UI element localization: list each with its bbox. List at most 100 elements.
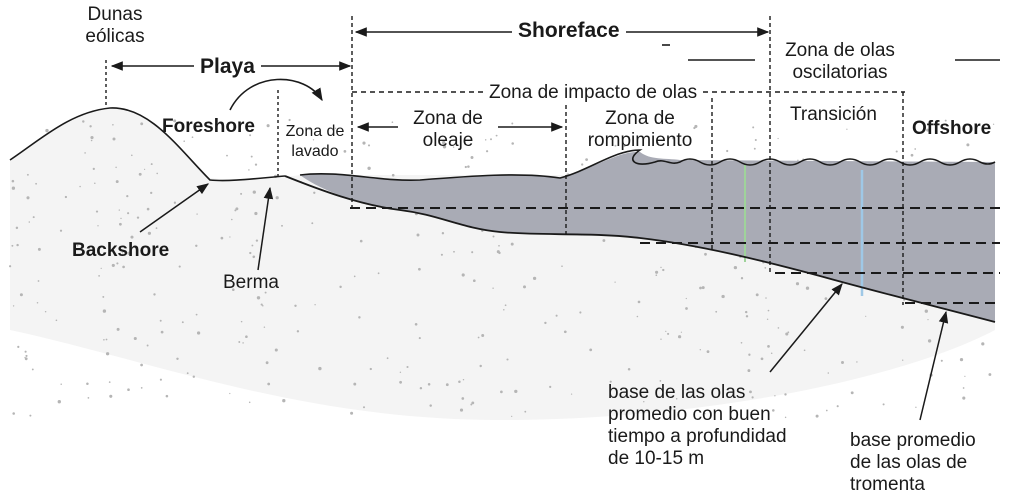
sediment-speckle xyxy=(966,143,970,147)
sediment-speckle xyxy=(549,385,552,389)
sediment-speckle xyxy=(90,136,94,140)
shoreface-label: Shoreface xyxy=(512,20,626,42)
sediment-speckle xyxy=(749,390,752,394)
sediment-speckle xyxy=(76,244,79,247)
sediment-speckle xyxy=(787,331,790,334)
sediment-speckle xyxy=(28,221,31,223)
sediment-speckle xyxy=(485,150,489,153)
sediment-speckle xyxy=(267,382,271,386)
sediment-speckle xyxy=(138,172,142,176)
sediment-speckle xyxy=(427,383,431,386)
zona-romp-line2: rompimiento xyxy=(587,130,693,151)
sediment-speckle xyxy=(699,349,701,351)
sediment-speckle xyxy=(471,251,474,254)
sediment-speckle xyxy=(17,345,20,348)
sediment-speckle xyxy=(173,201,177,204)
zona-oleaje-label: Zona de oleaje xyxy=(398,108,498,152)
sediment-speckle xyxy=(850,391,854,395)
sediment-speckle xyxy=(89,125,92,128)
sediment-speckle xyxy=(685,297,687,300)
sediment-speckle xyxy=(308,127,311,131)
sediment-speckle xyxy=(902,359,904,361)
sediment-speckle xyxy=(570,393,573,395)
sediment-speckle xyxy=(25,354,28,357)
sediment-speckle xyxy=(504,304,507,307)
sediment-speckle xyxy=(144,168,146,170)
sediment-speckle xyxy=(532,276,537,281)
sediment-speckle xyxy=(16,243,19,247)
sediment-speckle xyxy=(178,265,181,268)
sediment-speckle xyxy=(458,380,461,383)
sediment-speckle xyxy=(441,232,445,235)
sediment-speckle xyxy=(927,319,929,321)
sediment-speckle xyxy=(343,150,347,153)
sediment-speckle xyxy=(511,142,514,145)
sediment-speckle xyxy=(784,416,787,419)
sediment-speckle xyxy=(11,244,14,247)
sediment-speckle xyxy=(585,158,588,161)
sediment-speckle xyxy=(643,401,645,403)
sediment-speckle xyxy=(265,361,269,365)
sediment-speckle xyxy=(15,226,19,230)
sediment-speckle xyxy=(196,331,201,335)
sediment-speckle xyxy=(498,251,501,255)
sediment-speckle xyxy=(656,141,659,145)
sediment-speckle xyxy=(119,222,122,226)
sediment-speckle xyxy=(785,332,789,336)
sediment-speckle xyxy=(740,341,743,344)
sediment-speckle xyxy=(836,405,839,408)
sediment-speckle xyxy=(805,286,810,290)
sediment-speckle xyxy=(511,415,513,418)
sediment-speckle xyxy=(87,397,90,399)
sediment-speckle xyxy=(127,388,130,392)
sediment-speckle xyxy=(11,186,16,190)
sediment-speckle xyxy=(693,126,696,130)
sediment-speckle xyxy=(339,285,342,289)
sediment-speckle xyxy=(523,285,526,289)
sediment-speckle xyxy=(111,263,115,267)
sediment-speckle xyxy=(350,411,354,415)
storm-base-pointer xyxy=(919,310,949,421)
zona-rompimiento-label: Zona de rompimiento xyxy=(570,108,710,152)
water-surface-waves xyxy=(299,149,996,182)
zona-oleaje-line1: Zona de xyxy=(398,108,498,130)
sediment-speckle xyxy=(19,293,23,297)
sediment-speckle xyxy=(136,216,140,219)
sediment-speckle xyxy=(414,322,418,326)
sediment-speckle xyxy=(490,138,492,141)
sediment-speckle xyxy=(614,144,617,147)
sediment-speckle xyxy=(220,236,224,240)
sediment-speckle xyxy=(740,277,744,280)
sediment-speckle xyxy=(962,396,966,400)
sediment-speckle xyxy=(275,196,279,200)
zona-olas-oscilatorias-label: Zona de olas oscilatorias xyxy=(760,40,920,84)
sediment-speckle xyxy=(122,265,125,269)
sediment-speckle xyxy=(238,341,241,343)
sediment-speckle xyxy=(146,207,150,211)
zona-impacto-label: Zona de impacto de olas xyxy=(487,82,700,104)
sediment-speckle xyxy=(445,383,449,387)
sediment-speckle xyxy=(772,409,775,412)
sediment-speckle xyxy=(86,382,89,385)
sediment-speckle xyxy=(263,326,266,328)
sediment-speckle xyxy=(35,182,37,185)
sediment-speckle xyxy=(416,233,420,237)
sediment-speckle xyxy=(296,330,300,333)
sediment-speckle xyxy=(464,165,467,169)
dunas-label-line2: eólicas xyxy=(85,26,145,47)
sediment-speckle xyxy=(112,124,114,126)
sediment-speckle xyxy=(358,316,361,319)
sediment-speckle xyxy=(240,192,243,195)
sediment-speckle xyxy=(492,287,494,289)
sediment-speckle xyxy=(64,195,68,199)
sediment-speckle xyxy=(79,185,81,188)
sediment-speckle xyxy=(97,225,99,227)
sediment-speckle xyxy=(288,118,291,122)
foreshore-label: Foreshore xyxy=(162,116,255,137)
sediment-speckle xyxy=(127,212,130,215)
sediment-speckle xyxy=(165,394,169,398)
sediment-speckle xyxy=(82,120,85,123)
sediment-speckle xyxy=(479,364,482,368)
sediment-speckle xyxy=(726,149,729,153)
